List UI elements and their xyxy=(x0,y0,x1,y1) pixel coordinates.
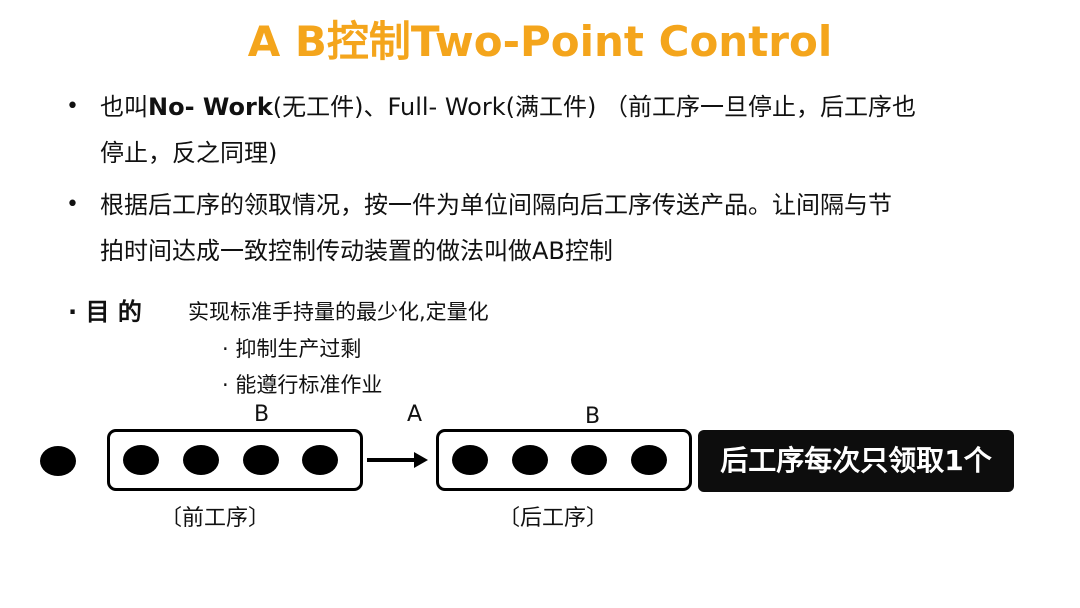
text-segment: (无工件)、Full- Work(满工件) （前工序一旦停止，后工序也 xyxy=(272,93,916,121)
purpose-heading: · 目 的 xyxy=(68,298,142,326)
front-process-label: 〔前工序〕 xyxy=(160,506,271,531)
back-process-label: 〔后工序〕 xyxy=(498,506,609,531)
bold-term: No- Work xyxy=(148,93,273,121)
bullet-2: • 根据后工序的领取情况，按一件为单位间隔向后工序传送产品。让间隔与节 拍时间达… xyxy=(60,182,990,274)
workpiece xyxy=(631,445,667,475)
purpose-description: 实现标准手持量的最少化,定量化 xyxy=(188,300,489,324)
bullet-marker: • xyxy=(66,192,79,217)
label-b-left: B xyxy=(254,402,270,427)
bullet-2-line-2: 拍时间达成一致控制传动装置的做法叫做AB控制 xyxy=(100,237,613,265)
workpiece xyxy=(571,445,607,475)
callout-box: 后工序每次只领取1个 xyxy=(698,430,1014,492)
arrow-head xyxy=(414,452,428,468)
workpiece xyxy=(243,445,279,475)
bullet-1-line-1: 也叫No- Work(无工件)、Full- Work(满工件) （前工序一旦停止… xyxy=(100,84,990,130)
page-title: A B控制Two-Point Control xyxy=(247,17,833,66)
purpose-item-1: · 抑制生产过剩 xyxy=(222,337,362,361)
bullet-1-line-2: 停止，反之同理) xyxy=(100,130,990,176)
text-segment: 停止，反之同理) xyxy=(100,139,278,167)
text-segment: 也叫 xyxy=(100,93,148,121)
bullet-marker: • xyxy=(66,94,79,119)
workpiece xyxy=(302,445,338,475)
workpiece xyxy=(183,445,219,475)
purpose-label: · 目 的 xyxy=(68,294,142,332)
label-a: A xyxy=(407,402,423,427)
label-b-right: B xyxy=(585,404,601,429)
workpiece xyxy=(123,445,159,475)
incoming-workpiece xyxy=(40,446,76,476)
workpiece xyxy=(452,445,488,475)
bullet-2-line-1: 根据后工序的领取情况，按一件为单位间隔向后工序传送产品。让间隔与节 xyxy=(100,191,892,219)
purpose-item-2: · 能遵行标准作业 xyxy=(222,373,383,397)
workpiece xyxy=(512,445,548,475)
bullet-1: • 也叫No- Work(无工件)、Full- Work(满工件) （前工序一旦… xyxy=(60,84,990,176)
